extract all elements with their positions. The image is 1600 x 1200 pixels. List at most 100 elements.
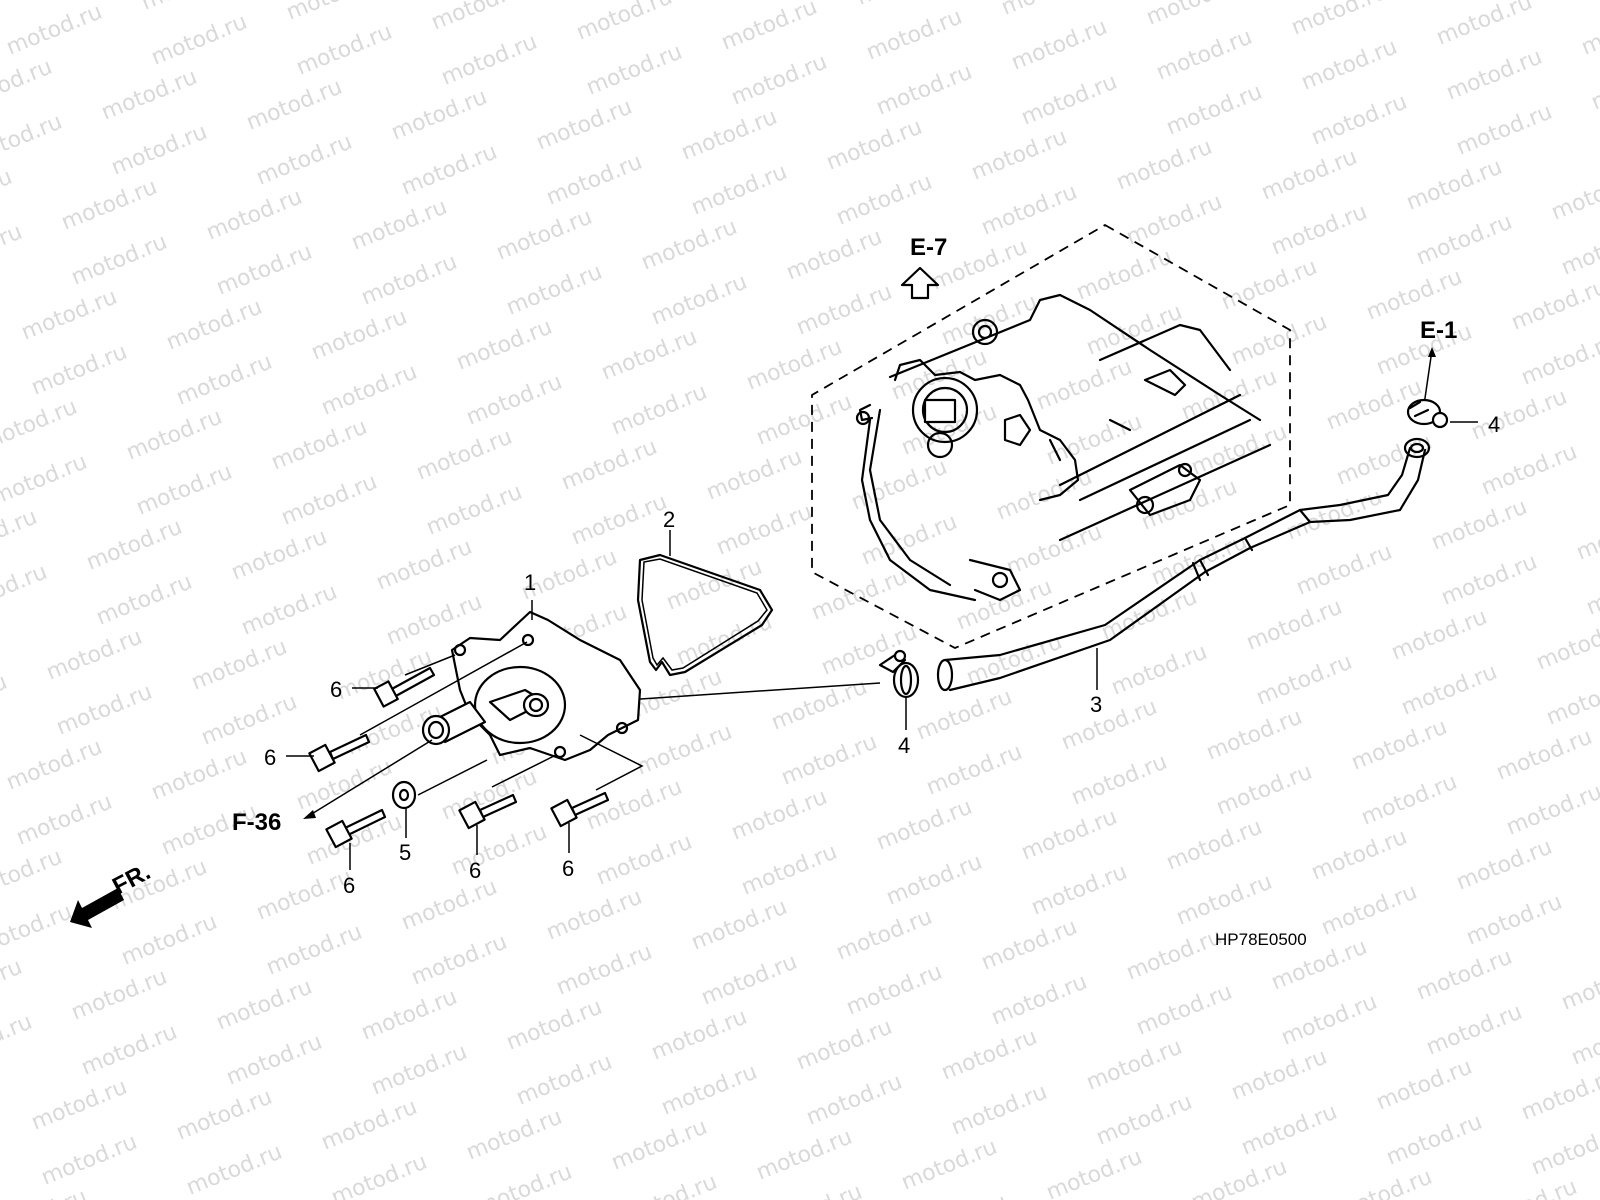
watermark-text: motod.ru xyxy=(173,1085,276,1146)
watermark-text: motod.ru xyxy=(703,445,806,506)
watermark-text: motod.ru xyxy=(1373,1055,1476,1116)
watermark-text: motod.ru xyxy=(1413,210,1516,271)
watermark-text: motod.ru xyxy=(1258,145,1361,206)
watermark-text: motod.ru xyxy=(1133,980,1236,1041)
watermark-text: motod.ru xyxy=(308,305,411,366)
watermark-text: motod.ru xyxy=(303,810,406,871)
watermark-text: motod.ru xyxy=(493,205,596,266)
watermark-text: motod.ru xyxy=(293,755,396,816)
watermark-text: motod.ru xyxy=(938,1025,1041,1086)
watermark-text: motod.ru xyxy=(688,160,791,221)
watermark-text: motod.ru xyxy=(448,820,551,881)
watermark-text: motod.ru xyxy=(93,570,196,631)
engine-boundary-dashed xyxy=(811,223,1291,649)
clamp-left-part-4 xyxy=(878,649,920,699)
watermark-text: motod.ru xyxy=(318,360,421,421)
bolt-d xyxy=(458,793,518,830)
watermark-text: motod.ru xyxy=(1028,860,1131,921)
watermark-text: motod.ru xyxy=(28,1075,131,1136)
hose-part-3 xyxy=(936,437,1431,692)
watermark-text: motod.ru xyxy=(123,405,226,466)
watermark-text: motod.ru xyxy=(598,325,701,386)
callout-6-a: 6 xyxy=(330,677,342,702)
watermark-text: motod.ru xyxy=(243,75,346,136)
watermark-text: motod.ru xyxy=(438,30,541,91)
watermark-text: motod.ru xyxy=(1178,365,1281,426)
watermark-text: motod.ru xyxy=(133,1195,236,1200)
watermark-text: motod.ru xyxy=(1213,760,1316,821)
watermark-text: motod.ru xyxy=(3,0,106,61)
watermark-text: motod.ru xyxy=(1228,1045,1331,1106)
watermark-text: motod.ru xyxy=(1018,805,1121,866)
watermark-text: motod.ru xyxy=(358,985,461,1046)
watermark-text: motod.ru xyxy=(213,975,316,1036)
watermark-text: motod.ru xyxy=(768,675,871,736)
watermark-text: motod.ru xyxy=(1463,890,1566,951)
ref-e7-label: E-7 xyxy=(910,234,947,261)
e1-leader xyxy=(1423,349,1433,406)
watermark-text: motod.ru xyxy=(873,795,976,856)
watermark-text: motod.ru xyxy=(0,670,11,731)
watermark-text: motod.ru xyxy=(1293,540,1396,601)
watermark-text: motod.ru xyxy=(568,490,671,551)
watermark-text: motod.ru xyxy=(948,1080,1051,1141)
watermark-text: motod.ru xyxy=(1123,925,1226,986)
front-arrow-icon xyxy=(70,888,124,928)
watermark-text: motod.ru xyxy=(398,140,501,201)
watermark-text: motod.ru xyxy=(1533,615,1600,676)
watermark-text: motod.ru xyxy=(1268,200,1371,261)
watermark-text: motod.ru xyxy=(1163,815,1266,876)
watermark-text: motod.ru xyxy=(13,790,116,851)
watermark-text: motod.ru xyxy=(1558,220,1600,281)
watermark-text: motod.ru xyxy=(658,1060,761,1121)
watermark-text: motod.ru xyxy=(978,915,1081,976)
bolt-a xyxy=(373,666,436,708)
watermark-text: motod.ru xyxy=(148,10,251,71)
watermark-text: motod.ru xyxy=(1308,90,1411,151)
watermark-text: motod.ru xyxy=(1453,100,1556,161)
watermark-text: motod.ru xyxy=(1453,835,1556,896)
up-arrow-icon xyxy=(900,266,940,300)
watermark-text: motod.ru xyxy=(978,180,1081,241)
watermark-text: motod.ru xyxy=(663,555,766,616)
watermark-text: motod.ru xyxy=(793,280,896,341)
watermark-text: motod.ru xyxy=(1228,310,1331,371)
watermark-text: motod.ru xyxy=(553,940,656,1001)
watermark-text: motod.ru xyxy=(583,40,686,101)
engine-crankcase xyxy=(855,293,1272,602)
watermark-text: motod.ru xyxy=(1143,0,1246,31)
watermark-text: motod.ru xyxy=(1443,45,1546,106)
watermark-text: motod.ru xyxy=(253,130,356,191)
watermark-text: motod.ru xyxy=(68,230,171,291)
gasket-part-2 xyxy=(636,553,774,677)
watermark-text: motod.ru xyxy=(68,965,171,1026)
callout-3: 3 xyxy=(1090,692,1102,717)
watermark-text: motod.ru xyxy=(203,185,306,246)
watermark-text: motod.ru xyxy=(1518,1065,1600,1126)
watermark-text: motod.ru xyxy=(463,1105,566,1166)
watermark-text: motod.ru xyxy=(1558,955,1600,1016)
watermark-text: motod.ru xyxy=(118,910,221,971)
watermark-text: motod.ru xyxy=(1033,355,1136,416)
watermark-text: motod.ru xyxy=(0,955,26,1016)
watermark-text: motod.ru xyxy=(148,745,251,806)
watermark-text: motod.ru xyxy=(388,85,491,146)
watermark-text: motod.ru xyxy=(1008,15,1111,76)
watermark-text: motod.ru xyxy=(0,900,76,961)
watermark-text: motod.ru xyxy=(18,285,121,346)
watermark-text: motod.ru xyxy=(778,730,881,791)
watermark-text: motod.ru xyxy=(853,0,956,11)
watermark-text: motod.ru xyxy=(133,460,236,521)
bolt-c xyxy=(325,808,387,849)
watermark-text: motod.ru xyxy=(858,510,961,571)
watermark-text: motod.ru xyxy=(228,525,331,586)
watermark-text: motod.ru xyxy=(408,930,511,991)
watermark-text: motod.ru xyxy=(28,340,131,401)
watermark-text: motod.ru xyxy=(1238,1100,1341,1161)
watermark-text: motod.ru xyxy=(253,865,356,926)
watermark-text: motod.ru xyxy=(428,0,531,36)
watermark-text: motod.ru xyxy=(0,110,66,171)
watermark-text: motod.ru xyxy=(908,1190,1011,1200)
callout-6-c: 6 xyxy=(343,873,355,898)
watermark-text: motod.ru xyxy=(1478,440,1581,501)
